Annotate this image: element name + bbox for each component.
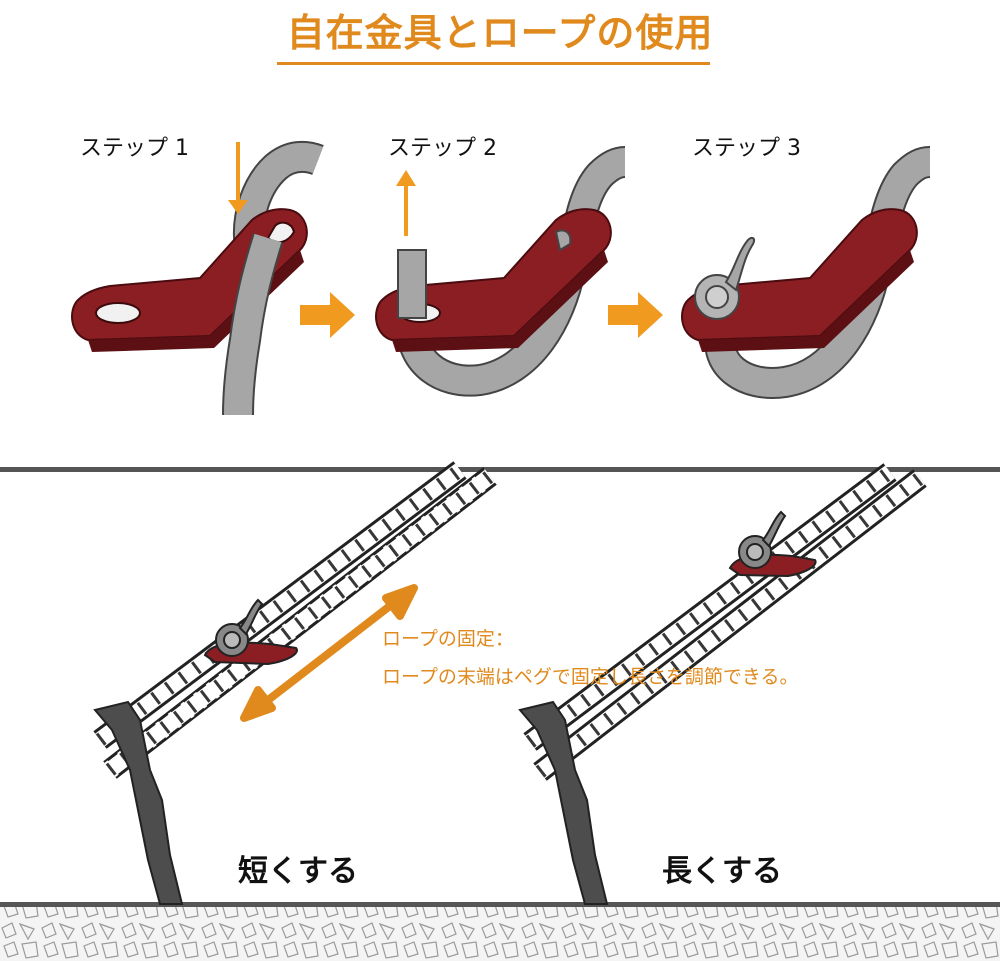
down-arrow-icon bbox=[228, 142, 248, 214]
caption-lengthen: 長くする bbox=[662, 854, 782, 889]
step-1-illustration bbox=[71, 140, 324, 416]
step-1-label: ステップ 1 bbox=[80, 136, 189, 161]
up-arrow-icon bbox=[396, 170, 416, 236]
note-heading: ロープの固定： bbox=[382, 628, 514, 650]
caption-shorten: 短くする bbox=[238, 854, 358, 889]
note-body: ロープの末端はペグで固定し長さを調節できる。 bbox=[382, 666, 799, 688]
step-2-illustration bbox=[375, 146, 626, 397]
step-2-label: ステップ 2 bbox=[388, 136, 497, 161]
tent-peg bbox=[518, 700, 609, 905]
right-arrow-icon bbox=[608, 292, 663, 338]
adjust-arrow-icon bbox=[240, 584, 418, 722]
page-title: 自在金具とロープの使用 bbox=[286, 11, 714, 55]
tent-peg bbox=[93, 700, 184, 905]
ground bbox=[0, 907, 1000, 961]
shorten-scene bbox=[93, 461, 497, 905]
rope-end bbox=[397, 249, 427, 319]
title-underline bbox=[277, 62, 710, 65]
tensioner-hole bbox=[95, 302, 141, 324]
step-3-label: ステップ 3 bbox=[692, 136, 801, 161]
section-divider bbox=[0, 467, 1000, 472]
lengthen-scene bbox=[518, 463, 927, 905]
step-3-illustration bbox=[681, 146, 931, 399]
ground-divider bbox=[0, 902, 1000, 907]
right-arrow-icon bbox=[300, 292, 355, 338]
